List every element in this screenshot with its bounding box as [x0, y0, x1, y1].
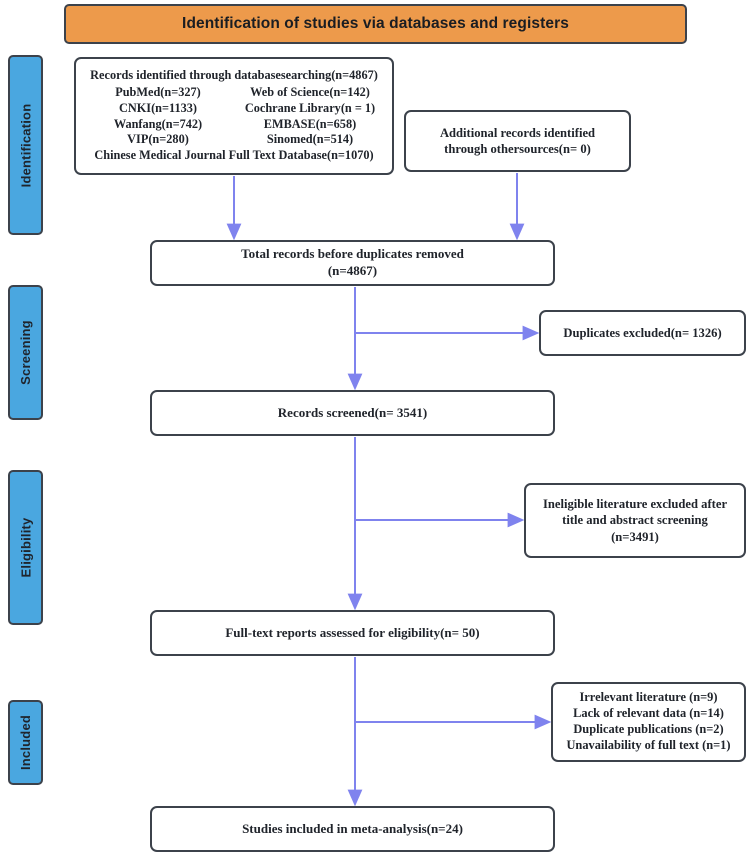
ineligible-line-3: (n=3491): [611, 529, 659, 544]
node-records-identified-databases: Records identified through databasesearc…: [74, 57, 394, 175]
databases-header: Records identified through databasesearc…: [90, 68, 378, 83]
exclusion-reason: Unavailability of full text (n=1): [566, 737, 731, 752]
node-records-screened: Records screened(n= 3541): [150, 390, 555, 436]
node-exclusion-reasons: Irrelevant literature (n=9) Lack of rele…: [551, 682, 746, 762]
exclusion-reason: Lack of relevant data (n=14): [573, 706, 724, 721]
duplicates-line-1: Duplicates excluded(n= 1326): [563, 325, 722, 340]
ineligible-line-1: Ineligible literature excluded after: [542, 497, 728, 512]
database-source: Web of Science(n=142): [250, 85, 370, 100]
database-source-grid: PubMed(n=327) Web of Science(n=142) CNKI…: [82, 85, 386, 148]
databases-footer: Chinese Medical Journal Full Text Databa…: [94, 147, 374, 162]
node-duplicates-excluded: Duplicates excluded(n= 1326): [539, 310, 746, 356]
stage-label-text: Identification: [18, 103, 34, 187]
database-source: VIP(n=280): [127, 132, 189, 147]
database-source: CNKI(n=1133): [118, 100, 198, 115]
node-studies-included: Studies included in meta-analysis(n=24): [150, 806, 555, 852]
ineligible-line-2: title and abstract screening: [562, 513, 708, 528]
stage-label-screening: Screening: [8, 285, 43, 420]
included-line-1: Studies included in meta-analysis(n=24): [242, 820, 463, 836]
fulltext-line-1: Full-text reports assessed for eligibili…: [225, 624, 480, 640]
node-additional-records: Additional records identified through ot…: [404, 110, 631, 172]
database-source: PubMed(n=327): [115, 85, 201, 100]
total-line-1: Total records before duplicates removed: [241, 246, 464, 262]
exclusion-reason: Irrelevant literature (n=9): [579, 690, 718, 705]
stage-label-eligibility: Eligibility: [8, 470, 43, 625]
database-source: Wanfang(n=742): [113, 116, 203, 131]
diagram-title-banner: Identification of studies via databases …: [64, 4, 687, 44]
stage-label-text: Eligibility: [18, 517, 34, 578]
screened-line-1: Records screened(n= 3541): [277, 404, 428, 420]
additional-line-2: through othersources(n= 0): [444, 142, 591, 156]
node-total-records: Total records before duplicates removed …: [150, 240, 555, 286]
stage-label-text: Screening: [18, 320, 33, 385]
additional-line-1: Additional records identified: [439, 125, 596, 140]
stage-label-included: Included: [8, 700, 43, 785]
database-source: EMBASE(n=658): [263, 116, 357, 131]
total-line-2: (n=4867): [327, 263, 378, 278]
node-fulltext-assessed: Full-text reports assessed for eligibili…: [150, 610, 555, 656]
stage-label-identification: Identification: [8, 55, 43, 235]
node-ineligible-excluded: Ineligible literature excluded after tit…: [524, 483, 746, 558]
database-source: Cochrane Library(n = 1): [244, 100, 376, 115]
stage-label-text: Included: [18, 714, 33, 771]
exclusion-reason: Duplicate publications (n=2): [573, 722, 724, 736]
database-source: Sinomed(n=514): [266, 132, 354, 147]
diagram-title: Identification of studies via databases …: [182, 15, 569, 32]
